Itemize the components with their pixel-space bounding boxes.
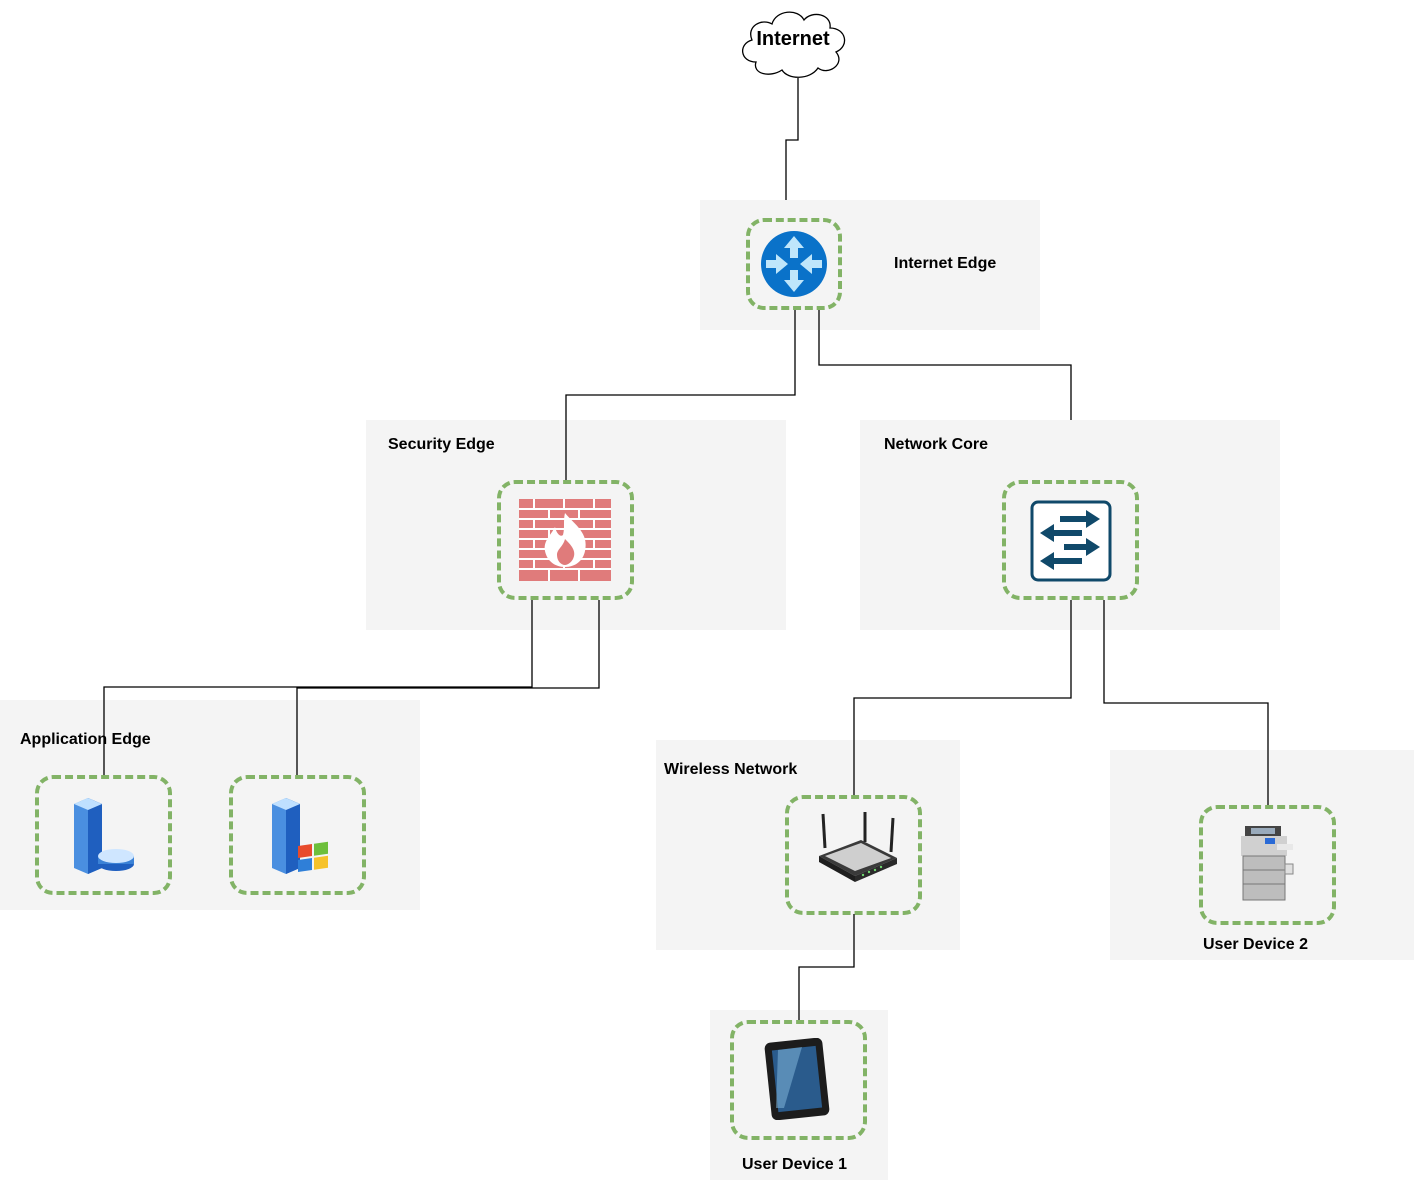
tablet-icon — [764, 1038, 830, 1120]
user-device-2-label: User Device 2 — [1203, 936, 1308, 953]
router-node[interactable] — [746, 218, 842, 310]
user-device-1-label: User Device 1 — [742, 1156, 847, 1173]
link-router-firewall — [565, 310, 796, 480]
security-edge-label: Security Edge — [388, 436, 495, 453]
link-firewall-windows-server — [296, 600, 600, 776]
wireless-network-zone — [656, 740, 960, 950]
link-switch-printer — [1103, 600, 1269, 806]
firewall-icon — [519, 499, 611, 581]
internet-edge-label: Internet Edge — [894, 255, 997, 272]
network-core-label: Network Core — [884, 436, 989, 453]
link-firewall-database-server — [103, 600, 533, 776]
application-edge-label: Application Edge — [20, 731, 151, 748]
database-server-icon — [74, 798, 134, 874]
printer-icon — [1241, 826, 1294, 901]
cloud-icon — [742, 11, 846, 78]
application-edge-zone — [0, 700, 420, 910]
wireless-network-label: Wireless Network — [664, 761, 798, 778]
router-icon — [761, 231, 827, 297]
switch-icon — [1030, 500, 1112, 582]
link-router-switch — [818, 310, 1072, 420]
wireless-router-node[interactable] — [785, 795, 922, 915]
windows-server-node[interactable] — [229, 775, 366, 895]
link-switch-wireless-router — [853, 600, 1072, 796]
internet-cloud-label: Internet — [756, 28, 830, 50]
switch-node[interactable] — [1002, 480, 1139, 600]
link-internet-router — [785, 78, 799, 200]
printer-node[interactable] — [1199, 805, 1336, 925]
firewall-node[interactable] — [497, 480, 634, 600]
link-wireless-router-tablet — [798, 914, 855, 1020]
wireless-router-icon — [819, 812, 897, 882]
database-server-node[interactable] — [35, 775, 172, 895]
tablet-node[interactable] — [730, 1020, 867, 1140]
windows-server-icon — [272, 798, 328, 874]
